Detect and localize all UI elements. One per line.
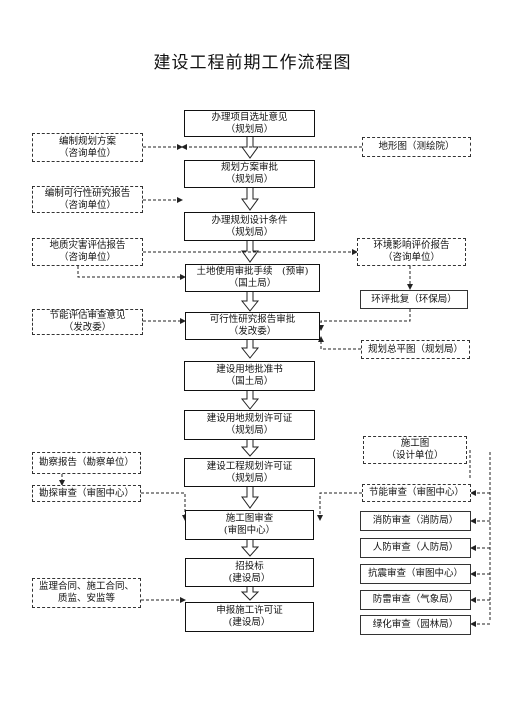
right-huanjing-yingxiang: 环境影响评价报告 （咨询单位） xyxy=(357,238,466,266)
step-authority: （规划局） xyxy=(225,226,274,238)
down-arrow-10 xyxy=(240,585,260,601)
left-bianzhi-kexing-baogao: 编制可行性研究报告 （咨询单位） xyxy=(32,186,143,213)
left-kantan-shencha: 勘探审查（审图中心） xyxy=(32,485,141,502)
left-item-title: 编制可行性研究报告 xyxy=(44,187,131,199)
left-item-unit: 质监、安监等 xyxy=(57,593,115,604)
left-item-unit: （咨询单位） xyxy=(58,147,116,159)
dashed-feeders xyxy=(59,144,491,627)
right-jieneng-shencha: 节能审查（审图中心） xyxy=(362,484,471,502)
right-item-title: 环评批复（环保局） xyxy=(371,293,457,305)
right-item-title: 节能审查（审图中心） xyxy=(368,487,464,498)
right-item-title: 抗震审查（审图中心） xyxy=(367,568,463,579)
left-item-title: 编制规划方案 xyxy=(58,135,116,147)
right-item-title: 防雷审查（气象局） xyxy=(372,594,459,605)
step-shigong-xukezheng: 申报施工许可证 (建设局） xyxy=(185,602,314,632)
right-fanglei-shencha: 防雷审查（气象局） xyxy=(360,590,471,610)
step-title: 办理项目选址意见 xyxy=(211,111,288,123)
left-item-title: 勘探审查（审图中心） xyxy=(38,487,134,499)
right-item-unit: （咨询单位） xyxy=(382,252,440,263)
feeder-dizhi-down xyxy=(77,266,186,280)
left-bianzhi-guihua-fangan: 编制规划方案 （咨询单位） xyxy=(32,133,143,162)
right-item-title: 地形图（测绘院） xyxy=(378,141,455,152)
step-title: 土地使用审批手续 (预审) xyxy=(196,266,309,277)
right-xiaofang-shencha: 消防审查（消防局） xyxy=(360,511,471,531)
left-dizhi-zaihai: 地质灾害评估报告 （咨询单位） xyxy=(32,238,143,266)
step-authority: (审图中心） xyxy=(223,525,276,536)
step-authority: (建设局） xyxy=(228,572,271,584)
left-jieneng-pinggu: 节能评估审查意见 （发改委） xyxy=(32,309,143,335)
step-xuanzhi-yijian: 办理项目选址意见 （规划局） xyxy=(184,110,315,137)
left-kancha-baogao: 勘察报告（勘察单位） xyxy=(32,452,141,474)
step-title: 申报施工许可证 xyxy=(216,605,283,616)
down-arrow-6 xyxy=(240,389,260,410)
right-dixingtu: 地形图（测绘院） xyxy=(362,137,471,157)
step-yongdi-guihua-xukezheng: 建设用地规划许可证 （规划局） xyxy=(184,410,315,440)
step-yongdi-pizhunshu: 建设用地批准书 （国土局） xyxy=(184,361,315,391)
right-item-title: 人防审查（人防局） xyxy=(372,542,459,553)
right-item-title: 消防审查（消防局） xyxy=(372,515,459,526)
step-gongcheng-guihua-xukezheng: 建设工程规划许可证 （规划局） xyxy=(184,458,315,487)
left-item-title: 地质灾害评估报告 xyxy=(49,240,126,251)
right-guihua-zongpingtu: 规划总平图（规划局） xyxy=(361,340,470,359)
right-item-title: 施工图 xyxy=(400,438,430,449)
step-title: 规划方案审批 xyxy=(220,162,278,173)
down-arrow-4 xyxy=(240,290,260,312)
step-authority: （规划局） xyxy=(225,425,274,436)
step-shigongtu-shencha: 施工图审查 (审图中心） xyxy=(185,510,314,540)
left-item-title: 节能评估审查意见 xyxy=(49,310,126,321)
step-sheji-tiaojian: 办理规划设计条件 （规划局） xyxy=(184,212,315,241)
step-title: 可行性研究报告审批 xyxy=(209,314,296,325)
step-authority: （规划局） xyxy=(225,472,274,484)
left-item-unit: （咨询单位） xyxy=(58,252,116,263)
step-authority: （国土局） xyxy=(225,376,274,387)
feeder-kantan-shencha xyxy=(141,492,188,521)
left-item-unit: （咨询单位） xyxy=(58,199,116,211)
right-item-title: 规划总平图（规划局） xyxy=(367,343,463,355)
feeder-jieneng-shencha xyxy=(317,492,362,521)
right-lvhua-shencha: 绿化审查（园林局） xyxy=(360,615,471,635)
left-hetong-zhijian: 监理合同、施工合同、 质监、安监等 xyxy=(32,578,141,608)
step-title: 建设用地规划许可证 xyxy=(206,413,293,424)
feeder-huanping-pifu xyxy=(318,309,411,331)
step-authority: （发改委） xyxy=(228,326,277,337)
down-arrow-8 xyxy=(241,485,259,509)
down-arrow-2 xyxy=(241,186,259,211)
down-arrow-3 xyxy=(241,239,259,263)
step-authority: (建设局） xyxy=(228,617,271,628)
step-title: 施工图审查 xyxy=(225,513,274,524)
right-huanping-pifu: 环评批复（环保局） xyxy=(360,290,468,309)
step-zhaotoubiao: 招投标 (建设局） xyxy=(185,558,314,587)
step-authority: （规划局） xyxy=(225,123,274,135)
left-item-title: 监理合同、施工合同、 xyxy=(38,581,134,592)
feeder-zongpingtu xyxy=(318,336,361,350)
step-title: 招投标 xyxy=(235,560,264,572)
step-tudi-shiyong: 土地使用审批手续 (预审) （国土局） xyxy=(185,264,320,292)
right-renfang-shencha: 人防审查（人防局） xyxy=(360,538,471,558)
left-item-title: 勘察报告（勘察单位） xyxy=(38,457,134,468)
right-shigongtu-sheji: 施工图 （设计单位） xyxy=(363,436,467,464)
down-arrow-5 xyxy=(240,338,260,359)
step-guihua-fangan: 规划方案审批 （规划局） xyxy=(184,160,315,188)
page-title: 建设工程前期工作流程图 xyxy=(153,53,352,73)
step-authority: （规划局） xyxy=(225,174,274,185)
down-arrow-9 xyxy=(240,538,260,557)
step-title: 办理规划设计条件 xyxy=(211,214,288,226)
right-item-unit: （设计单位） xyxy=(386,450,444,461)
left-item-unit: （发改委） xyxy=(63,322,112,333)
step-title: 建设用地批准书 xyxy=(216,364,283,375)
main-flow-arrows xyxy=(240,135,260,601)
step-kexingxing-yanjiu: 可行性研究报告审批 （发改委） xyxy=(185,312,320,340)
step-title: 建设工程规划许可证 xyxy=(206,460,293,472)
step-authority: （国土局） xyxy=(228,278,277,289)
right-item-title: 绿化审查（园林局） xyxy=(372,619,459,630)
right-kangzhen-shencha: 抗震审查（审图中心） xyxy=(360,564,471,584)
right-item-title: 环境影响评价报告 xyxy=(373,240,450,251)
down-arrow-7 xyxy=(240,438,260,457)
